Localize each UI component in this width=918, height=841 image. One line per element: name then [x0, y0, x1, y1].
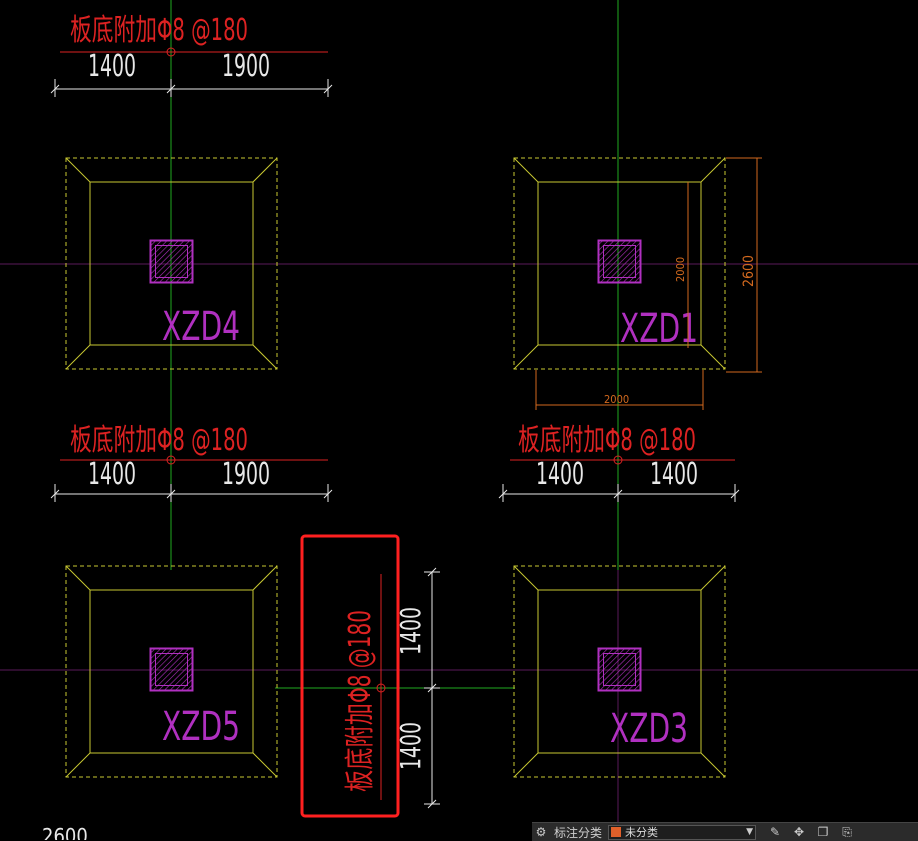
chevron-down-icon[interactable]: ▼ [746, 827, 754, 837]
column-section-inner [603, 653, 636, 686]
column-section-inner [155, 245, 188, 278]
footing-outer-outline [65, 565, 278, 778]
category-color-swatch [611, 827, 622, 837]
footing-corner-line [252, 344, 278, 370]
rebar-note-mid-right: 板底附加Φ8 @180 [518, 423, 696, 458]
footing-outer-outline [513, 565, 726, 778]
axis-marker-vertical [376, 683, 386, 693]
footing-xzd3[interactable]: XZD3 [513, 565, 726, 778]
annotation-category-toolbar: ⚙ 标注分类 未分类 ▼ ✎ ✥ ❐ ⎘ [532, 822, 918, 841]
footing-inner-outline [537, 181, 702, 346]
footing-corner-line [513, 752, 539, 778]
move-icon[interactable]: ✥ [793, 824, 805, 839]
category-select-value: 未分类 [625, 826, 659, 839]
footing-corner-line [700, 752, 726, 778]
partial-dimension-text: 2600 [42, 824, 88, 840]
column-section-inner [603, 245, 636, 278]
gear-group-icon[interactable]: ⚙ [535, 825, 547, 839]
footing-corner-line [65, 752, 91, 778]
footing-corner-line [252, 157, 278, 183]
footing-corner-line [513, 344, 539, 370]
footing-xzd4[interactable]: XZD4 [65, 157, 278, 370]
footing-corner-line [252, 565, 278, 591]
rebar-note-top: 板底附加Φ8 @180 [70, 13, 248, 48]
footing-xzd1[interactable]: XZD1 [513, 157, 726, 370]
footing-corner-line [65, 157, 91, 183]
footing-inner-outline [89, 589, 254, 754]
xzd1-dimensions [535, 157, 762, 410]
footing-corner-line [513, 565, 539, 591]
rebar-note-vertical: 板底附加Φ8 @180 [343, 610, 378, 792]
column-label: XZD3 [610, 706, 688, 752]
column-section [149, 647, 194, 692]
dimension-ticks [50, 79, 740, 809]
xzd1-dim-inner-h: 2000 [674, 257, 687, 282]
footing-corner-line [513, 157, 539, 183]
axis-markers [166, 47, 623, 693]
footing-corner-line [65, 344, 91, 370]
footing-inner-outline [537, 589, 702, 754]
rebar-right-dim-mid-left: 1900 [222, 457, 270, 492]
xzd1-dim-outer-h: 2600 [741, 255, 757, 287]
footing-corner-line [700, 157, 726, 183]
footing-corner-line [700, 344, 726, 370]
rebar-left-dim-top: 1400 [88, 49, 136, 84]
footing-xzd5[interactable]: XZD5 [65, 565, 278, 778]
footing-outer-outline [65, 157, 278, 370]
rebar-note-mid-left: 板底附加Φ8 @180 [70, 423, 248, 458]
xzd1-dim-inner-w: 2000 [604, 393, 629, 406]
column-label: XZD4 [162, 304, 240, 350]
footing-corner-line [65, 565, 91, 591]
rebar-left-dim-mid-left: 1400 [88, 457, 136, 492]
paste-icon[interactable]: ⎘ [842, 824, 852, 839]
selection-highlight-box [300, 534, 400, 818]
column-label: XZD1 [620, 306, 698, 352]
footing-outer-outline [513, 157, 726, 370]
footing-corner-line [700, 565, 726, 591]
column-label: XZD5 [162, 704, 240, 750]
toolbar-tools: ✎ ✥ ❐ ⎘ [766, 825, 856, 840]
annotation-category-select[interactable]: 未分类 ▼ [608, 824, 757, 840]
rebar-right-dim-mid-right: 1400 [650, 457, 698, 492]
column-section [597, 647, 642, 692]
axis-marker-top [166, 47, 176, 57]
edit-icon[interactable]: ✎ [769, 824, 781, 839]
rebar-left-dim-mid-right: 1400 [536, 457, 584, 492]
axis-marker-mid-left [166, 455, 176, 465]
rebar-right-dim-top: 1900 [222, 49, 270, 84]
column-section [597, 239, 642, 284]
copy-icon[interactable]: ❐ [817, 824, 829, 839]
column-section-inner [155, 653, 188, 686]
footing-corner-line [252, 752, 278, 778]
axis-marker-mid-right [613, 455, 623, 465]
annotation-category-label: 标注分类 [554, 825, 603, 840]
footing-inner-outline [89, 181, 254, 346]
column-section [149, 239, 194, 284]
